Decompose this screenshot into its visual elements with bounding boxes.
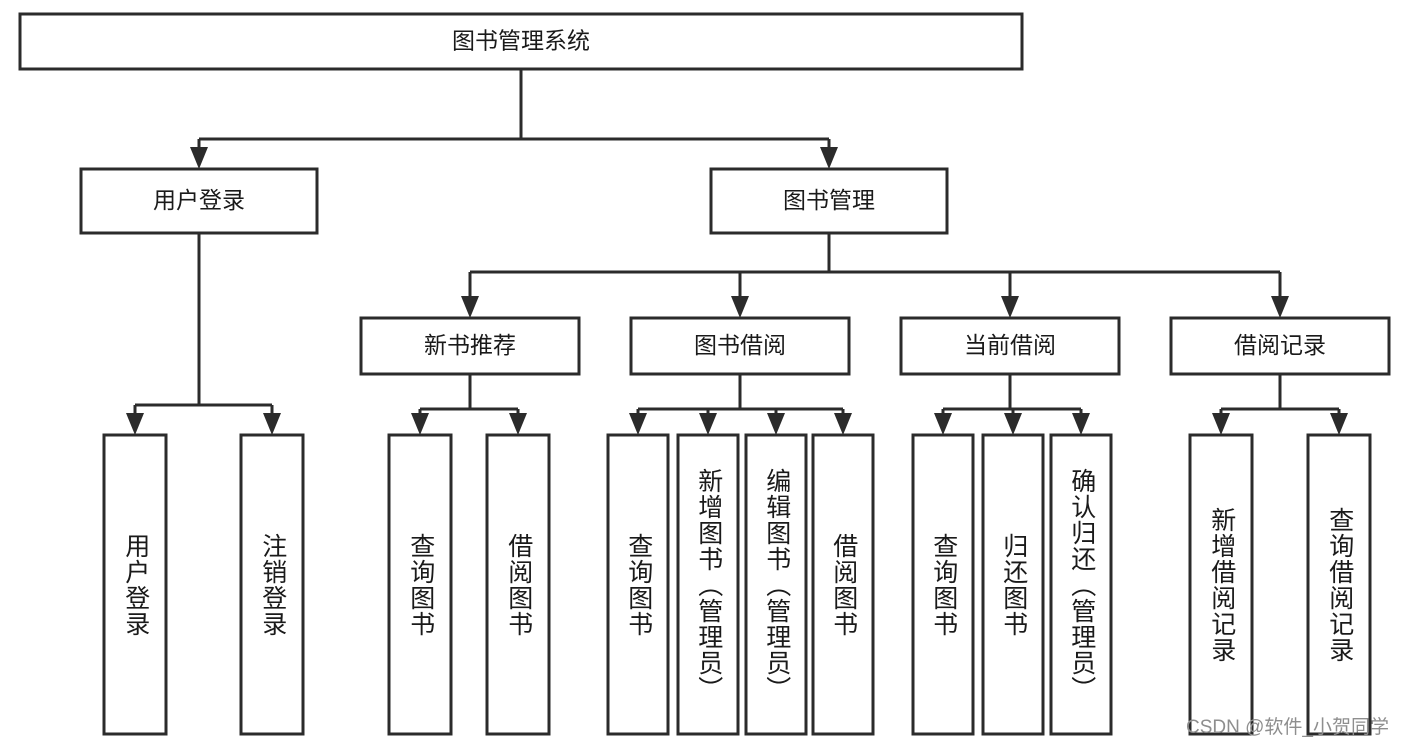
- current-to-leaves-drop-2-arrowhead: [1072, 413, 1090, 435]
- new-book-to-leaves-drop-0-arrowhead: [411, 413, 429, 435]
- root-to-level2-drop-1-arrowhead: [820, 147, 838, 169]
- borrow-to-leaves-drop-2-arrowhead: [767, 413, 785, 435]
- leaf-node-2-box[interactable]: [387, 433, 453, 736]
- leaf-node-3-box[interactable]: [485, 433, 551, 736]
- level3-node-2-box[interactable]: [899, 316, 1121, 376]
- book-mgmt-to-level3-drop-2-arrowhead: [1001, 296, 1019, 318]
- new-book-to-leaves-drop-1-arrowhead: [509, 413, 527, 435]
- level3-node-0-box[interactable]: [359, 316, 581, 376]
- borrow-to-leaves-drop-0-arrowhead: [629, 413, 647, 435]
- book-mgmt-to-level3-drop-0-arrowhead: [461, 296, 479, 318]
- level3-node-2-label: 当前借阅: [964, 332, 1056, 358]
- level2-node-1-label: 图书管理: [783, 187, 875, 213]
- book-mgmt-to-level3-drop-1-arrowhead: [731, 296, 749, 318]
- record-to-leaves-drop-1-arrowhead: [1330, 413, 1348, 435]
- level3-node-0-label: 新书推荐: [424, 332, 516, 358]
- user-login-to-leaves-drop-0-arrowhead: [126, 413, 144, 435]
- root-node-box[interactable]: [18, 12, 1024, 71]
- borrow-to-leaves-drop-1-arrowhead: [699, 413, 717, 435]
- level2-node-0-label: 用户登录: [153, 187, 245, 213]
- connectors-layer: [126, 69, 1348, 435]
- watermark-text: CSDN @软件_小贺同学: [1186, 717, 1389, 738]
- current-to-leaves-drop-0-arrowhead: [934, 413, 952, 435]
- level2-node-0-box[interactable]: [79, 167, 319, 235]
- leaf-node-7-box[interactable]: [811, 433, 875, 736]
- leaf-node-0-box[interactable]: [102, 433, 168, 736]
- level3-node-3-label: 借阅记录: [1234, 332, 1326, 358]
- leaf-node-4-box[interactable]: [606, 433, 670, 736]
- leaf-node-10-box[interactable]: [1049, 433, 1113, 736]
- record-to-leaves-drop-0-arrowhead: [1212, 413, 1230, 435]
- leaf-node-6-box[interactable]: [744, 433, 808, 736]
- leaf-node-1-box[interactable]: [239, 433, 305, 736]
- leaf-node-11-box[interactable]: [1188, 433, 1254, 736]
- leaf-node-9-box[interactable]: [981, 433, 1045, 736]
- level3-node-1-box[interactable]: [629, 316, 851, 376]
- level2-node-1-box[interactable]: [709, 167, 949, 235]
- user-login-to-leaves-drop-1-arrowhead: [263, 413, 281, 435]
- leaf-node-5-box[interactable]: [676, 433, 740, 736]
- root-node-label: 图书管理系统: [452, 28, 590, 54]
- level3-node-3-box[interactable]: [1169, 316, 1391, 376]
- leaf-node-12-box[interactable]: [1306, 433, 1372, 736]
- book-mgmt-to-level3-drop-3-arrowhead: [1271, 296, 1289, 318]
- level3-node-1-label: 图书借阅: [694, 332, 786, 358]
- root-to-level2-drop-0-arrowhead: [190, 147, 208, 169]
- leaf-node-8-box[interactable]: [911, 433, 975, 736]
- current-to-leaves-drop-1-arrowhead: [1004, 413, 1022, 435]
- borrow-to-leaves-drop-3-arrowhead: [834, 413, 852, 435]
